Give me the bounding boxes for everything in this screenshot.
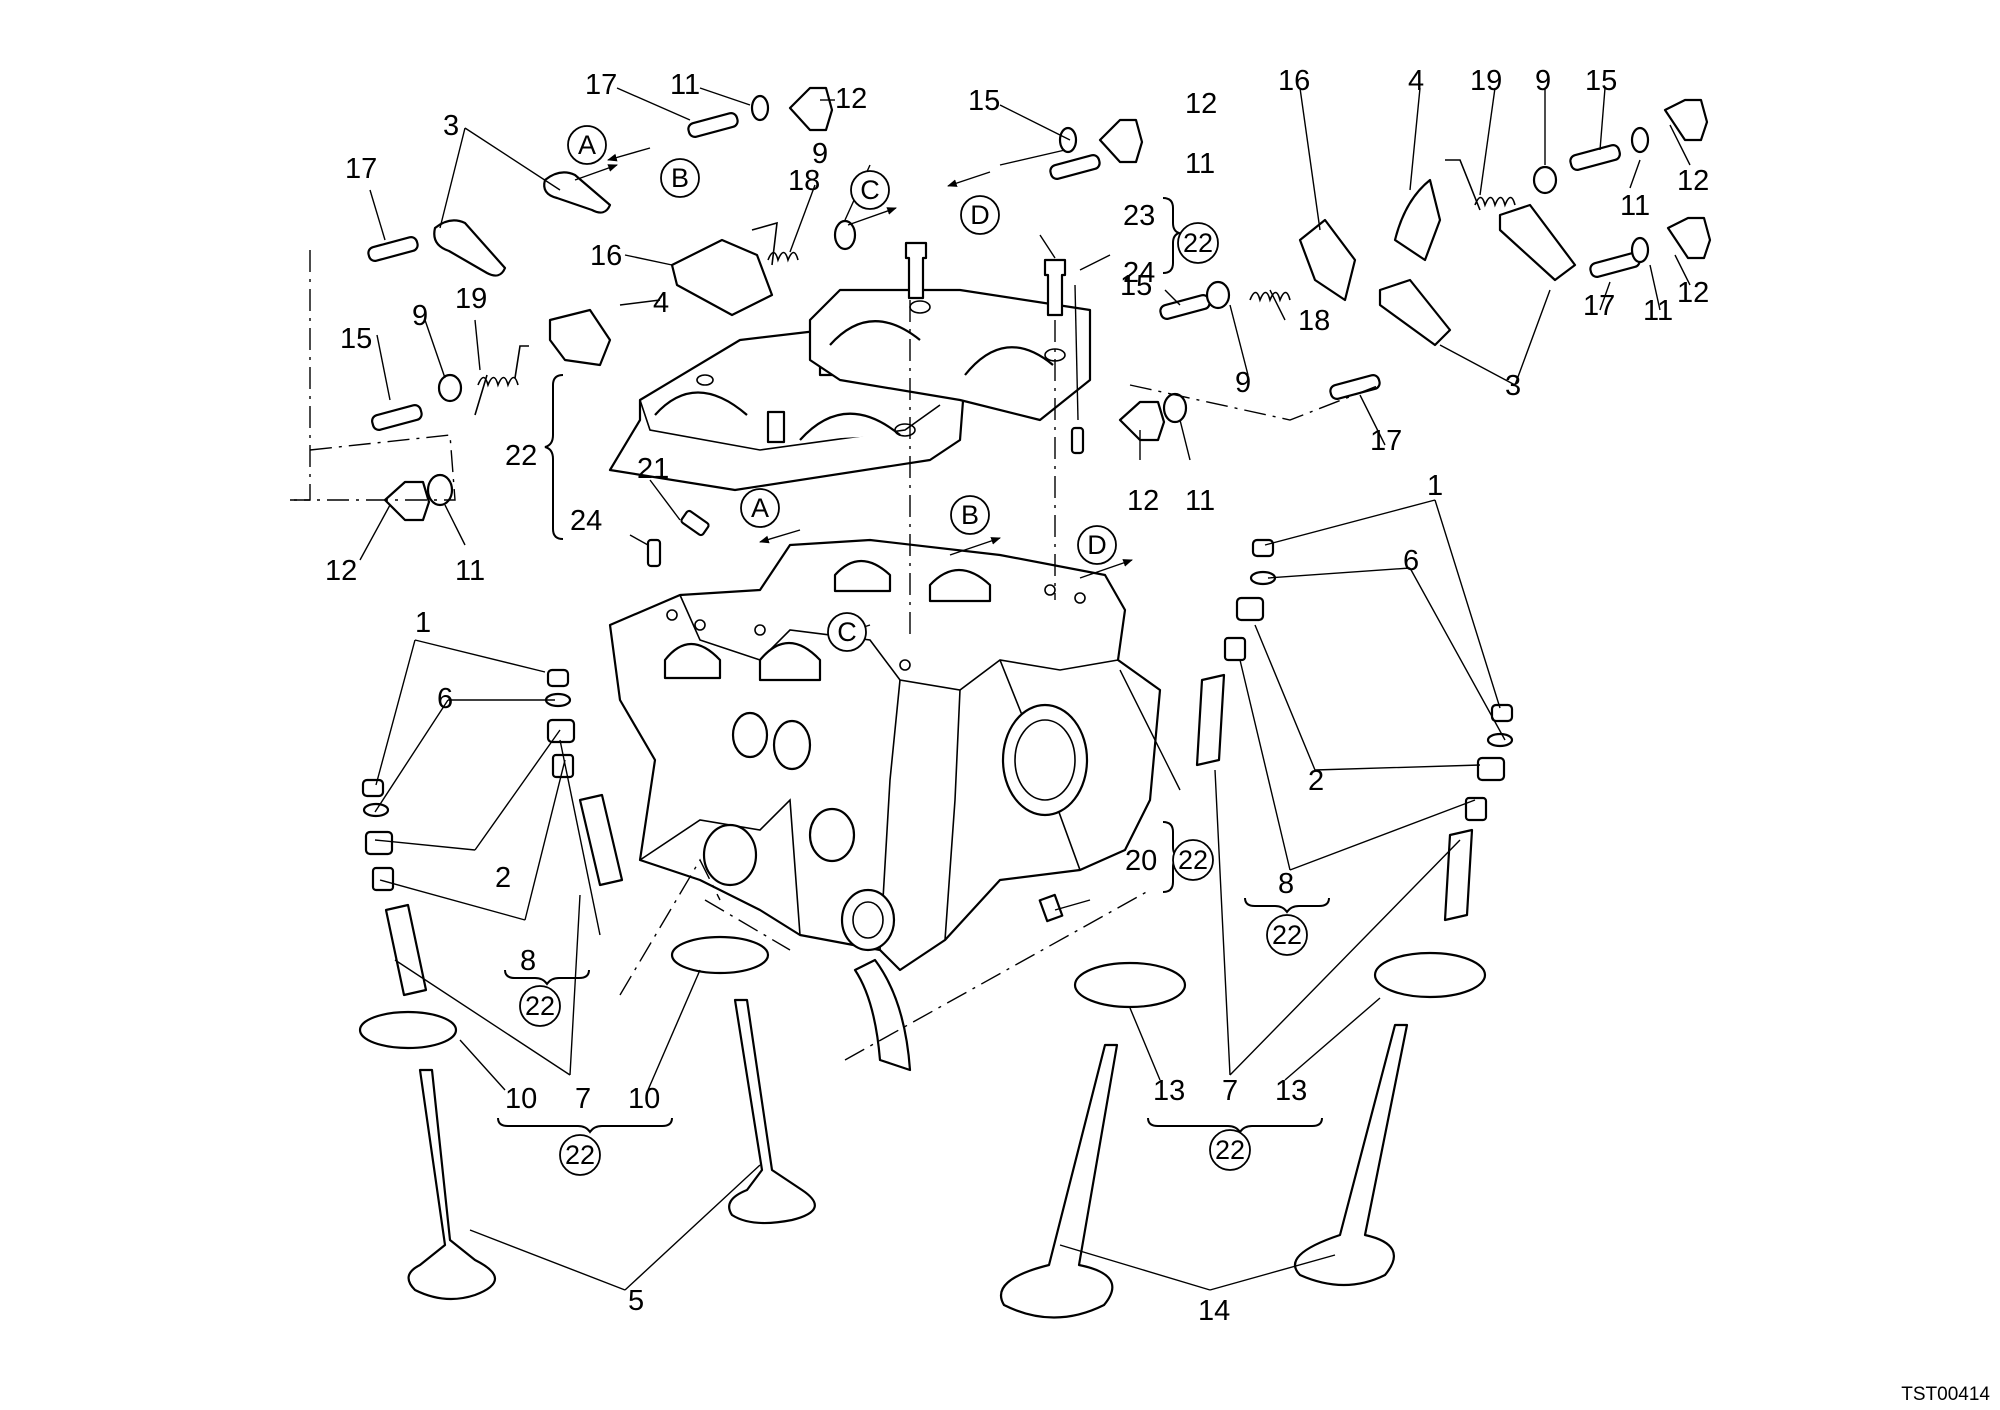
group-label-22-plug: 22 [1178, 845, 1208, 875]
group-circle-22-top: 22 [1177, 222, 1219, 264]
callout-15-left: 15 [340, 323, 372, 355]
callout-12-right-a: 12 [1677, 165, 1709, 197]
ref-letter-a-head: A [751, 493, 769, 523]
callout-13-right: 13 [1275, 1075, 1307, 1107]
callout-7-left: 7 [575, 1083, 591, 1115]
callout-22-caps: 22 [505, 440, 537, 472]
callout-6-right: 6 [1403, 545, 1419, 577]
ref-letter-b-top: B [671, 163, 689, 193]
callout-2-left: 2 [495, 862, 511, 894]
callout-17-right-b: 17 [1370, 425, 1402, 457]
callout-5: 5 [628, 1285, 644, 1317]
callout-12-right-b: 12 [1677, 277, 1709, 309]
ref-letter-d-head: D [1087, 530, 1107, 560]
group-label-22-left-guide: 22 [525, 991, 555, 1021]
callout-19-left: 19 [455, 283, 487, 315]
callout-14: 14 [1198, 1295, 1230, 1327]
leader-lines [290, 87, 1691, 1291]
callout-12-left: 12 [325, 555, 357, 587]
callout-11-center: 11 [1185, 148, 1215, 180]
callout-8-right: 8 [1278, 868, 1294, 900]
callout-18-right: 18 [1298, 305, 1330, 337]
callout-20: 20 [1125, 845, 1157, 877]
callout-24-top: 24 [1123, 257, 1155, 289]
callout-8-left: 8 [520, 945, 536, 977]
callout-18-left: 18 [788, 165, 820, 197]
figure-code: TST00414 [1901, 1384, 1990, 1405]
group-label-22-right-seats: 22 [1215, 1135, 1245, 1165]
group-22-references: 22 22 22 22 22 22 [519, 222, 1308, 1176]
letter-references: A B C D A B C D [567, 125, 1117, 652]
callout-12-center: 12 [1185, 88, 1217, 120]
group-circle-22-plug: 22 [1172, 839, 1214, 881]
callout-10-left-a: 10 [505, 1083, 537, 1115]
callout-9-left: 9 [412, 300, 428, 332]
callout-3-right: 3 [1505, 370, 1521, 402]
ref-circle-a-head: A [740, 488, 780, 528]
callout-9-top-left: 9 [812, 138, 828, 170]
right-valve-group [999, 538, 1514, 1319]
ref-letter-c-top: C [860, 175, 880, 205]
callout-11-right-c: 11 [1185, 485, 1215, 517]
ref-letter-a-top: A [578, 130, 596, 160]
callout-19-right: 19 [1470, 65, 1502, 97]
group-circle-22-left-guide: 22 [519, 985, 561, 1027]
callout-15-right: 15 [1120, 270, 1152, 302]
callout-11-right-a: 11 [1620, 190, 1650, 222]
callout-2-right: 2 [1308, 765, 1324, 797]
callout-16-right: 16 [1278, 65, 1310, 97]
callout-9-right: 9 [1235, 367, 1251, 399]
callout-24-bottom: 24 [570, 505, 602, 537]
camshaft-caps [608, 288, 1092, 492]
callout-15-center: 15 [968, 85, 1000, 117]
callout-6-left: 6 [437, 683, 453, 715]
callout-23: 23 [1123, 200, 1155, 232]
direction-arrows [574, 147, 1133, 640]
ref-letter-d-top: D [970, 200, 990, 230]
callout-11-top-left: 11 [670, 69, 700, 101]
callout-11-left: 11 [455, 555, 485, 587]
part-callouts: 3 17 17 11 12 18 9 16 4 15 9 19 12 11 15… [325, 65, 1709, 1327]
callout-21: 21 [637, 453, 669, 485]
group-label-22-right-guide: 22 [1272, 920, 1302, 950]
callout-17-right-a: 17 [1583, 290, 1615, 322]
callout-10-left-b: 10 [628, 1083, 660, 1115]
callout-4-left: 4 [653, 287, 669, 319]
group-circle-22-right-seats: 22 [1209, 1129, 1251, 1171]
callout-9-top-right: 9 [1535, 65, 1551, 97]
callout-1-right: 1 [1427, 470, 1443, 502]
callout-1-left: 1 [415, 607, 431, 639]
callout-11-right-b: 11 [1643, 295, 1673, 327]
ref-circle-c-head: C [827, 612, 867, 652]
group-label-22-top: 22 [1183, 228, 1213, 258]
ref-circle-c-top: C [850, 170, 890, 210]
callout-4-right: 4 [1408, 65, 1424, 97]
ref-circle-b-top: B [660, 158, 700, 198]
callout-17-left: 17 [345, 153, 377, 185]
ref-circle-d-head: D [1077, 525, 1117, 565]
cylinder-head [608, 538, 1162, 1072]
group-circle-22-right-guide: 22 [1266, 914, 1308, 956]
ref-letter-c-head: C [837, 617, 857, 647]
callout-16-left: 16 [590, 240, 622, 272]
callout-12-top-left: 12 [835, 83, 867, 115]
ref-circle-b-head: B [950, 495, 990, 535]
callout-12-right-c: 12 [1127, 485, 1159, 517]
callout-15-top-right: 15 [1585, 65, 1617, 97]
group-circle-22-left-seats: 22 [559, 1134, 601, 1176]
right-rocker-group [1049, 98, 1712, 442]
bolts-and-dowels [646, 241, 1085, 568]
group-label-22-left-seats: 22 [565, 1140, 595, 1170]
callout-3-left: 3 [443, 110, 459, 142]
left-rocker-group [367, 86, 857, 522]
callout-7-right: 7 [1222, 1075, 1238, 1107]
ref-circle-d-top: D [960, 195, 1000, 235]
ref-letter-b-head: B [961, 500, 979, 530]
callout-13-left: 13 [1153, 1075, 1185, 1107]
ref-circle-a-top: A [567, 125, 607, 165]
callout-17-top: 17 [585, 69, 617, 101]
